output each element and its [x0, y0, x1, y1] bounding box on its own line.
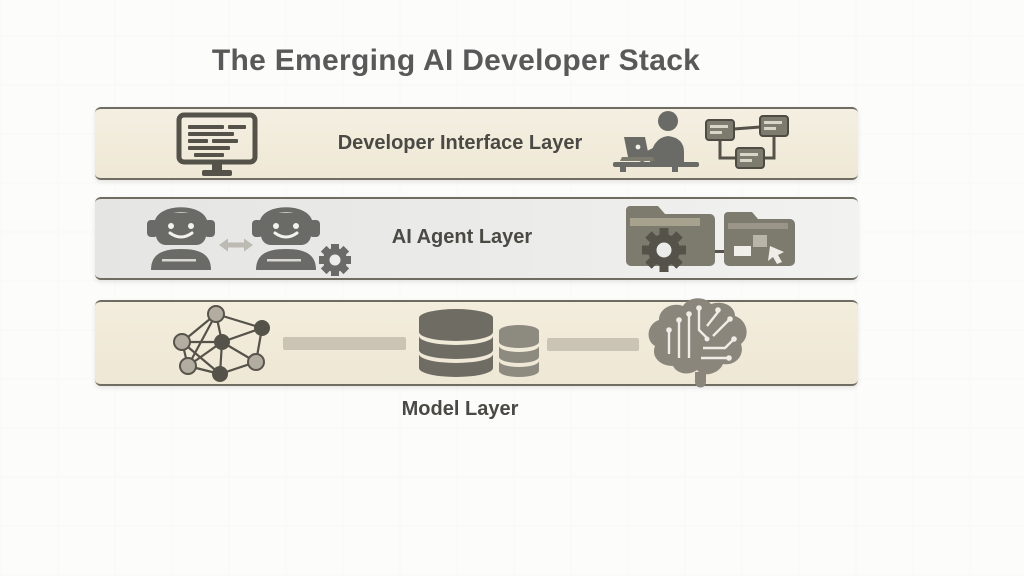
developer-interface-layer-label: Developer Interface Layer — [337, 132, 583, 154]
database-icon — [415, 305, 543, 381]
folder-gear-icon — [620, 200, 722, 276]
link-bar-database-brain — [547, 338, 639, 351]
folder-files-icon — [720, 208, 798, 270]
flowchart-icon — [704, 112, 790, 172]
ai-agent-layer-band — [95, 197, 858, 280]
monitor-code-icon — [176, 112, 258, 178]
page-title: The Emerging AI Developer Stack — [211, 44, 701, 77]
ai-agent-layer-label: AI Agent Layer — [391, 226, 533, 248]
link-bar-network-database — [283, 337, 406, 350]
developer-at-laptop-icon — [610, 110, 702, 172]
brain-circuit-icon — [643, 296, 763, 390]
database-small — [499, 325, 539, 377]
robot-gear-icon — [249, 200, 353, 278]
model-layer-label: Model Layer — [401, 398, 519, 420]
gear-icon — [642, 228, 686, 272]
neural-network-icon — [170, 304, 274, 382]
robot-icon — [144, 200, 218, 270]
gear-icon — [319, 244, 351, 276]
database-large — [419, 309, 493, 377]
exchange-arrow-icon — [219, 237, 253, 253]
